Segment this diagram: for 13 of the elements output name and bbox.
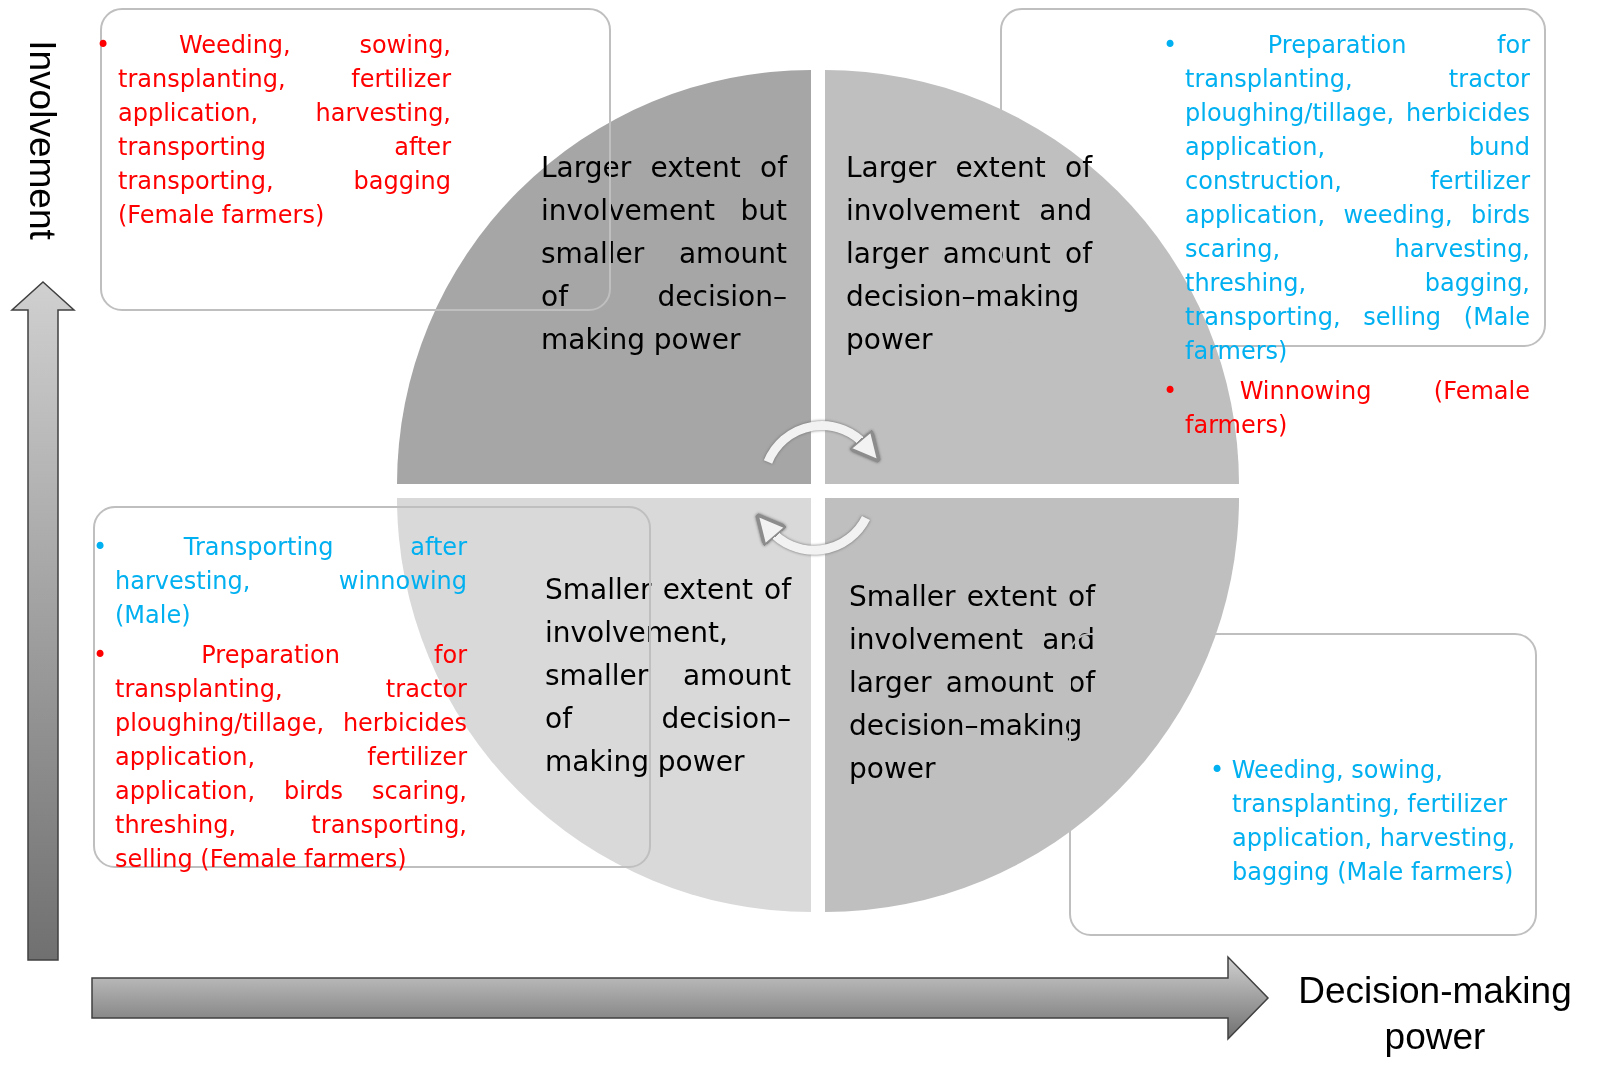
bullet-text: • Preparation for transplanting, tractor ploughing/tillage, herbicides application, bund construction, fertilizer application, weeding, birds scaring, harvesting, threshing, bagging, transporting, selling (Male farmers)	[1163, 30, 1530, 367]
bullet-text: • Weeding, sowing, transplanting, fertilizer application, harvesting, transporting after transporting, bagging (Female farmers)	[96, 30, 451, 231]
bullet-text: • Weeding, sowing, transplanting, fertilizer application, harvesting, bagging (Male farmers)	[1210, 755, 1517, 888]
bullet-text: • Transporting after harvesting, winnowing (Male)	[93, 532, 467, 631]
quadrant-text: Smaller extent of involvement, smaller amount of decision–making power	[545, 572, 791, 780]
quadrant-text: Larger extent of involvement but smaller amount of decision–making power	[541, 150, 787, 358]
cycle-arrow	[754, 513, 870, 555]
quadrant-text: Larger extent of involvement and larger amount of decision–making power	[846, 150, 1092, 358]
bullet-text: • Winnowing (Female farmers)	[1163, 376, 1530, 441]
axis-label: Involvement	[20, 40, 64, 240]
axis-label: Decision-making power	[1297, 969, 1573, 1059]
cycle-arrow	[763, 421, 882, 464]
bullet-text: • Preparation for transplanting, tractor ploughing/tillage, herbicides application, fertilizer application, birds scaring, threshing, transporting, selling (Female farmers)	[93, 640, 467, 875]
